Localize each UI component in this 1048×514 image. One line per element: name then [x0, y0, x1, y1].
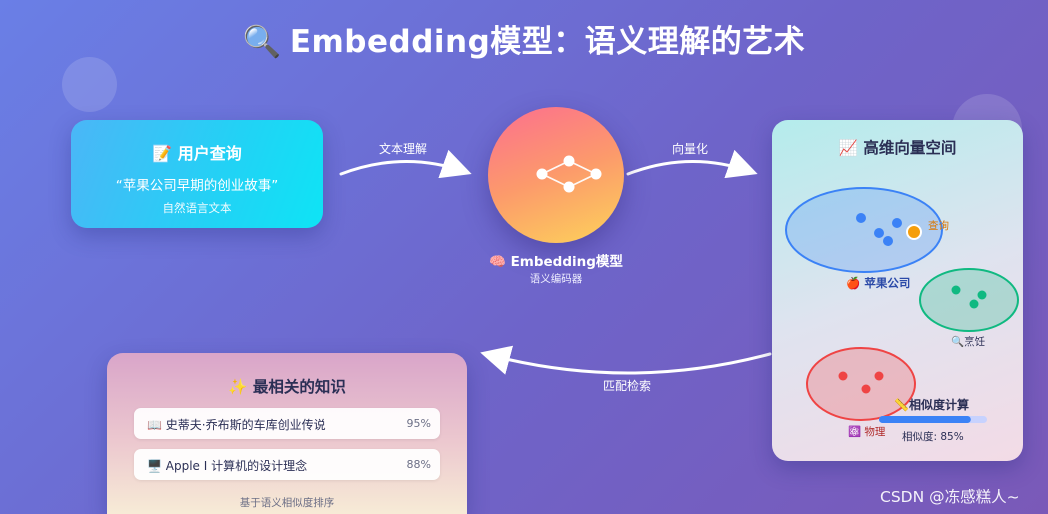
ruler-icon: 📏 — [894, 398, 909, 412]
atom-icon: ⚛️ — [848, 426, 862, 438]
point-physics-2 — [874, 371, 884, 381]
user-query-card: 📝 用户查询 “苹果公司早期的创业故事” 自然语言文本 — [71, 120, 323, 228]
cluster-apple — [785, 187, 943, 273]
vector-space-title: 📈 高维向量空间 — [772, 136, 1023, 158]
chart-icon: 📈 — [838, 139, 858, 157]
search-icon: 🔍 — [951, 336, 965, 348]
vector-space-plot — [785, 187, 1019, 423]
similarity-value: 相似度: 85% — [902, 431, 964, 443]
point-query — [906, 224, 922, 240]
result-item-score: 95% — [406, 417, 431, 430]
point-physics-3 — [861, 384, 871, 394]
point-apple-3 — [874, 228, 884, 238]
similarity-title-text: 相似度计算 — [908, 398, 969, 412]
page-title: 🔍Embedding模型：语义理解的艺术 — [0, 16, 1048, 61]
point-cooking-2 — [977, 290, 987, 300]
brain-icon: 🧠 — [489, 254, 506, 270]
model-subtitle: 语义编码器 — [529, 273, 583, 285]
flow-label-vectorize: 向量化 — [672, 142, 709, 156]
cluster-label-apple: 🍎 苹果公司 — [846, 275, 910, 291]
result-item-label: 史蒂夫·乔布斯的车库创业传说 — [165, 418, 326, 432]
result-item-text: 🖥️ Apple I 计算机的设计理念 — [147, 457, 307, 474]
sparkles-icon: ✨ — [228, 378, 248, 396]
similarity-title: 📏相似度计算 — [894, 396, 969, 413]
point-physics-1 — [838, 371, 848, 381]
cluster-label-physics: ⚛️ 物理 — [848, 424, 885, 439]
model-label: 🧠 Embedding模型 — [470, 250, 642, 270]
point-apple-4 — [883, 236, 893, 246]
cluster-label-physics-text: 物理 — [864, 426, 886, 438]
query-heading: 📝 用户查询 — [71, 140, 323, 164]
results-title-text: 最相关的知识 — [252, 378, 346, 396]
result-item-label: Apple I 计算机的设计理念 — [165, 459, 308, 473]
point-apple-2 — [892, 218, 902, 228]
query-heading-text: 用户查询 — [177, 144, 242, 163]
result-item-score: 88% — [406, 458, 431, 471]
watermark: CSDN @冻感糕人~ — [880, 488, 1020, 506]
query-subtitle: 自然语言文本 — [162, 201, 232, 215]
vector-space-title-text: 高维向量空间 — [863, 139, 957, 157]
decor-bubble-left — [62, 57, 117, 112]
similarity-bar-fill — [879, 416, 971, 423]
result-item[interactable]: 📖 史蒂夫·乔布斯的车库创业传说 95% — [134, 408, 440, 439]
result-item[interactable]: 🖥️ Apple I 计算机的设计理念 88% — [134, 449, 440, 480]
memo-icon: 📝 — [152, 144, 173, 163]
model-name: Embedding模型 — [510, 254, 623, 270]
cluster-label-cooking: 🔍烹饪 — [951, 334, 985, 349]
page-title-text: Embedding模型：语义理解的艺术 — [289, 24, 806, 60]
arrow-query-to-model — [339, 149, 472, 179]
apple-icon: 🍎 — [846, 276, 861, 290]
embedding-model-node — [488, 107, 624, 243]
magnifier-icon: 🔍 — [242, 24, 282, 60]
arrow-model-to-space — [626, 149, 758, 179]
network-icon — [536, 155, 602, 193]
point-cooking-1 — [951, 285, 961, 295]
book-icon: 📖 — [147, 418, 162, 432]
arrow-space-to-results — [480, 345, 772, 375]
cluster-label-apple-text: 苹果公司 — [864, 276, 911, 290]
flow-label-match: 匹配检索 — [603, 379, 652, 393]
result-item-text: 📖 史蒂夫·乔布斯的车库创业传说 — [147, 416, 326, 433]
results-footer: 基于语义相似度排序 — [239, 497, 335, 509]
cluster-label-cooking-text: 烹饪 — [964, 336, 986, 348]
query-point-label: 查询 — [928, 220, 949, 232]
cluster-physics — [806, 347, 916, 421]
computer-icon: 🖥️ — [147, 459, 162, 473]
cluster-cooking — [919, 268, 1019, 332]
point-apple-1 — [856, 213, 866, 223]
results-title: ✨ 最相关的知识 — [107, 375, 467, 397]
flow-label-understand: 文本理解 — [379, 142, 428, 156]
point-cooking-3 — [969, 299, 979, 309]
query-text: “苹果公司早期的创业故事” — [115, 178, 279, 194]
vector-space-card — [772, 120, 1023, 461]
